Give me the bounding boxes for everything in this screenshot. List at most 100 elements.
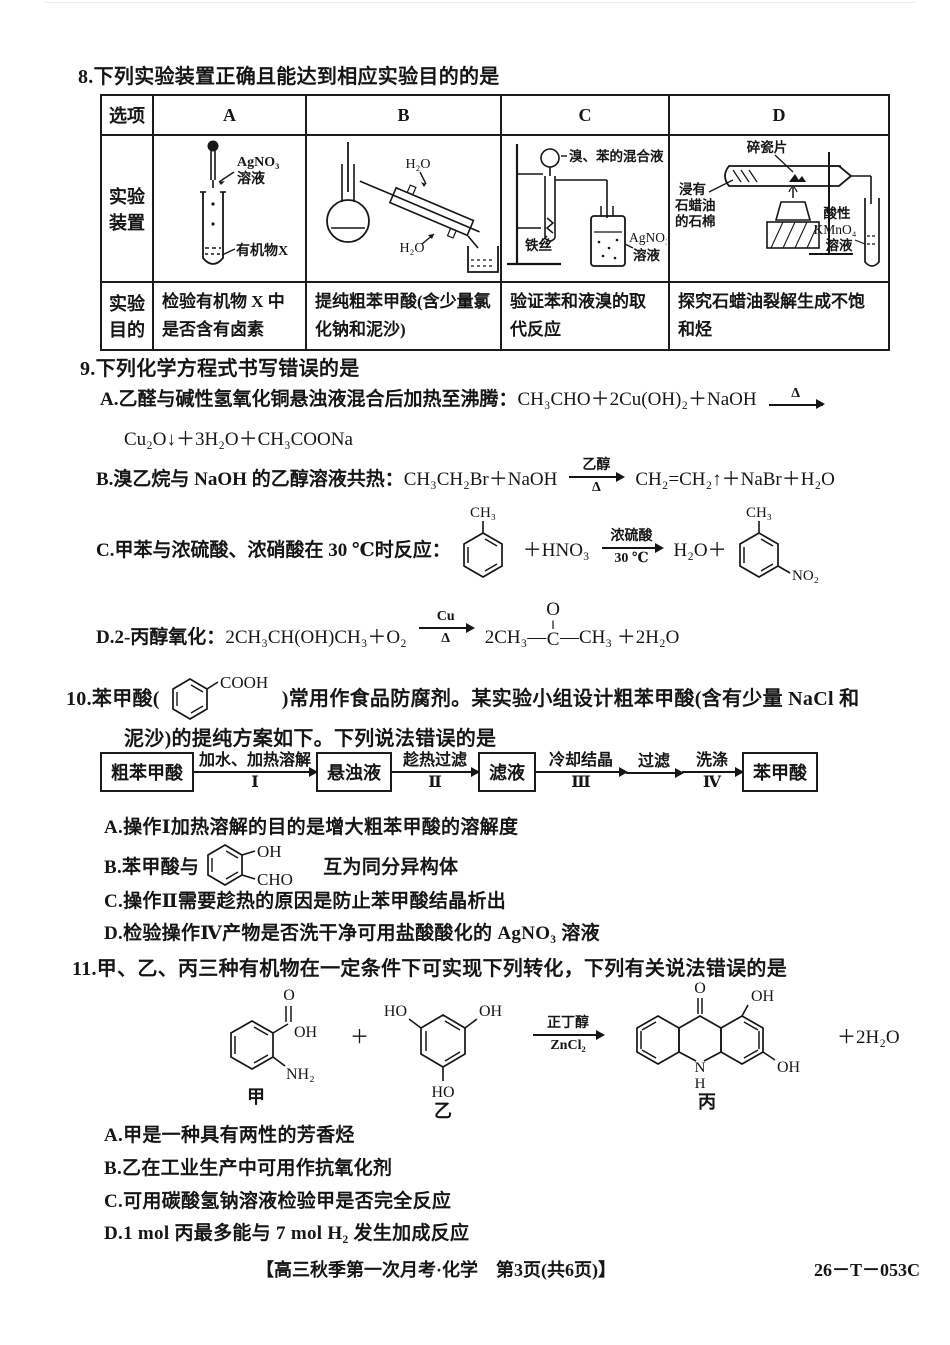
label-solution: 溶液 — [237, 170, 266, 187]
q10-stem-pre: 10.苯甲酸( — [66, 687, 160, 710]
flow-arrow-wash: 洗涤 Ⅳ — [682, 752, 744, 791]
arrow-shaft — [536, 766, 628, 777]
flow-box-filtrate: 滤液 — [478, 752, 536, 792]
q11-option-a: A.甲是一种具有两性的芳香烃 — [104, 1125, 355, 1146]
flow-step-numeral: Ⅳ — [702, 774, 722, 791]
arrow-shaft — [626, 767, 684, 778]
question-8-stem: 8.下列实验装置正确且能达到相应实验目的的是 — [78, 66, 500, 88]
reaction-arrow-cu: Cu Δ — [413, 609, 479, 647]
flow-step-label: 过滤 — [637, 753, 670, 770]
flow-arrow-dissolve: 加水、加热溶解 Ⅰ — [194, 752, 318, 791]
q10-stem-line1: 10.苯甲酸( COOH )常用作食品防腐剂。某实验小组设计粗苯甲酸(含有少量 … — [66, 666, 859, 726]
arrow-condition-bottom: Δ — [441, 631, 451, 646]
q9-option-c: C.甲苯与浓硫酸、浓硝酸在 30 ℃时反应： CH₃ ＋HNO₃ 浓硫酸 30 … — [96, 500, 839, 596]
q9a-text-cn: A.乙醛与碱性氢氧化铜悬浊液混合后加热至沸腾： — [100, 389, 518, 410]
question-9-stem: 9.下列化学方程式书写错误的是 — [80, 358, 360, 380]
label-porcelain-chips: 碎瓷片 — [747, 139, 788, 155]
q9d-product-pre: 2CH₃— — [484, 627, 547, 649]
flow-step-label: 洗涤 — [695, 752, 728, 769]
q11-option-c: C.可用碳酸氢钠溶液检验甲是否完全反应 — [104, 1191, 452, 1212]
q8-col-b: B — [305, 94, 502, 136]
arrow-shaft — [392, 766, 480, 777]
q9b-text-cn: B.溴乙烷与 NaOH 的乙醇溶液共热： — [96, 468, 404, 490]
q8-purpose-c: 验证苯和液溴的取代反应 — [500, 280, 670, 352]
no2-label: NO₂ — [792, 568, 819, 584]
oh-top-label: OH — [751, 988, 775, 1005]
q8-col-d: D — [668, 94, 890, 136]
q9b-equation-right: CH₂=CH₂↑＋NaBr＋H₂O — [635, 468, 835, 490]
label-kmno4: KMnO₄ — [814, 222, 857, 237]
q9c-text-cn: C.甲苯与浓硫酸、浓硝酸在 30 ℃时反应： — [96, 539, 451, 561]
arrow-shaft — [533, 1029, 606, 1040]
q10-stem-post: )常用作食品防腐剂。某实验小组设计粗苯甲酸(含有少量 NaCl 和 — [281, 687, 860, 710]
q8-purpose-d: 探究石蜡油裂解生成不饱和烃 — [668, 280, 890, 352]
q8-purpose-a: 检验有机物 X 中是否含有卤素 — [152, 280, 307, 352]
ketone-o-label: O — [694, 980, 706, 997]
label-solution: 溶液 — [826, 237, 854, 253]
q8-table: 选项 A B C D 实验装置 — [100, 94, 890, 352]
cho-label: CHO — [257, 870, 293, 889]
label-soaked-1: 浸有 — [679, 181, 706, 197]
bromine-benzene-substitution-diagram: 溴、苯的混合液 铁丝 AgNO₃ 溶液 — [507, 144, 670, 267]
apparatus-b-cell: H₂O H₂O — [305, 134, 502, 283]
flow-box-benzoic-acid: 苯甲酸 — [742, 752, 818, 792]
arrow-condition-top: Δ — [791, 385, 800, 401]
q10-option-c: C.操作Ⅱ需要趁热的原因是防止苯甲酸结晶析出 — [104, 891, 507, 912]
flow-arrow-hot-filter: 趁热过滤 Ⅱ — [392, 752, 480, 791]
q8-row-apparatus-label: 实验装置 — [100, 134, 154, 283]
flow-step-label: 加水、加热溶解 — [198, 752, 311, 769]
q10-option-d: D.检验操作Ⅳ产物是否洗干净可用盐酸酸化的 AgNO₃ 溶液 — [104, 923, 600, 944]
q10b-pre: B.苯甲酸与 — [104, 856, 200, 878]
hydroxy-benzaldehyde-structure: OH CHO — [207, 842, 293, 889]
label-organic-x: 有机物X — [236, 242, 288, 259]
q8-header-row: 选项 A B C D — [100, 94, 890, 136]
q9-option-a-line2: Cu₂O↓＋3H₂O＋CH₃COONa — [124, 429, 353, 450]
amine-label: NH₂ — [286, 1066, 315, 1083]
arrow-shaft — [418, 622, 475, 633]
label-agno3: AgNO₃ — [237, 155, 279, 170]
q9d-equation-left: 2CH₃CH(OH)CH₃＋O₂ — [225, 627, 407, 649]
apparatus-d-cell: 碎瓷片 浸有 石蜡油 的石棉 — [668, 134, 890, 283]
compound-jia-label: 甲 — [247, 1087, 265, 1107]
q11-option-d: D.1 mol 丙最多能与 7 mol H₂ 发生加成反应 — [104, 1223, 470, 1244]
ho-top-left-label: HO — [384, 1003, 407, 1020]
flow-step-label: 趁热过滤 — [402, 752, 467, 769]
arrow-condition-bottom: ZnCl₂ — [550, 1038, 586, 1053]
q9d-product-post: —CH₃ ＋2H₂O — [559, 627, 680, 649]
arrow-condition-bottom: 30 ℃ — [614, 551, 649, 566]
q8-purpose-b: 提纯粗苯甲酸(含少量氯化钠和泥沙) — [305, 280, 502, 352]
apparatus-c-cell: 溴、苯的混合液 铁丝 AgNO₃ 溶液 — [500, 134, 670, 283]
nitrotoluene-structure: CH₃ NO₂ — [738, 505, 819, 584]
label-bromine-benzene-mixture: 溴、苯的混合液 — [569, 148, 664, 164]
footer-exam-title-page: 【高三秋季第一次月考·化学 第3页(共6页)】 — [256, 1260, 616, 1280]
q9d-text-cn: D.2-丙醇氧化： — [96, 627, 226, 649]
label-iron-wire: 铁丝 — [525, 237, 553, 253]
carbonyl-carbon: C — [546, 629, 560, 650]
distillation-diagram: H₂O H₂O — [326, 142, 499, 273]
apparatus-a-cell: AgNO₃ 溶液 有机物X — [152, 134, 307, 283]
q8-col-a: A — [152, 94, 307, 136]
q10-stem-line2: 泥沙)的提纯方案如下。下列说法错误的是 — [124, 728, 497, 750]
arrow-shaft — [682, 766, 744, 777]
flow-arrow-cool-crystallize: 冷却结晶 Ⅲ — [536, 753, 628, 791]
flow-box-suspension: 悬浊液 — [316, 752, 392, 792]
label-acidic: 酸性 — [824, 205, 852, 221]
anthranilic-acid-structure-jia: O OH NH₂ 甲 — [230, 987, 318, 1107]
oh-label: OH — [257, 842, 282, 861]
q8-purpose-row: 实验目的 检验有机物 X 中是否含有卤素 提纯粗苯甲酸(含少量氯化钠和泥沙) 验… — [100, 280, 890, 352]
acetone-carbonyl-structure: O ‖ C — [546, 600, 560, 649]
arrow-condition-top: 乙醇 — [582, 458, 611, 473]
ch3-label: CH₃ — [746, 505, 772, 521]
q8-col-c: C — [500, 94, 670, 136]
ch3-label: CH₃ — [470, 505, 496, 521]
ho-bottom-label: HO — [431, 1084, 454, 1101]
benzoic-acid-structure: COOH — [171, 673, 268, 720]
flow-step-numeral: Ⅱ — [428, 774, 442, 791]
reaction-arrow-delta: Δ — [763, 386, 829, 410]
q9c-water-plus: H₂O＋ — [673, 539, 727, 561]
plus-water: ＋2H₂O — [837, 1026, 900, 1048]
paraffin-cracking-diagram: 碎瓷片 浸有 石蜡油 的石棉 — [674, 139, 880, 267]
reaction-arrow-butanol: 正丁醇 ZnCl₂ — [527, 1016, 609, 1054]
acridone-structure-bing: O N H OH OH 丙 — [636, 980, 801, 1112]
